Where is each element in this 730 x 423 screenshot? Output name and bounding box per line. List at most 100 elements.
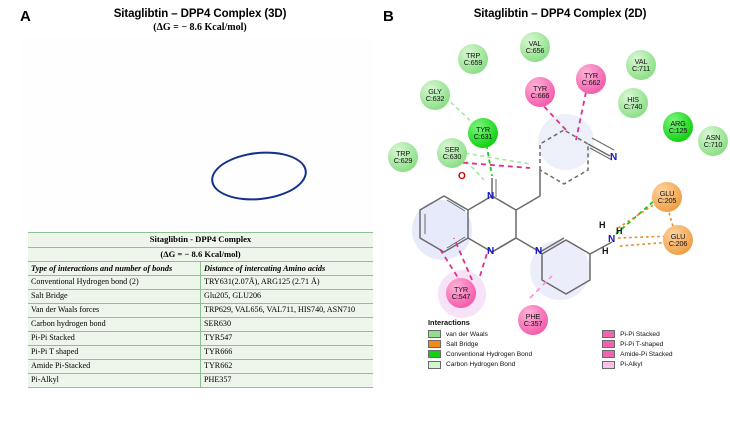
- cell-distance: TRP629, VAL656, VAL711, HIS740, ASN710: [200, 303, 373, 319]
- cell-type: Van der Waals forces: [28, 303, 201, 319]
- residue-chain: C:631: [473, 132, 493, 141]
- table-header-row: Type of interactions and number of bonds…: [28, 261, 373, 277]
- legend-label: Amide-Pi Stacked: [620, 350, 673, 358]
- legend-swatch-vdw: [428, 330, 441, 338]
- legend-item: van der Waals: [428, 330, 532, 338]
- legend-item: Pi-Pi T-shaped: [602, 340, 672, 349]
- legend-swatch-pipi-stacked: [602, 330, 616, 338]
- residue-chain: C:662: [581, 78, 601, 87]
- interaction-lines: [412, 91, 675, 318]
- legend-label: Pi-Alkyl: [620, 361, 643, 369]
- atom-label-hydrogen: H: [602, 246, 609, 256]
- legend-swatch-pipi-tshaped: [602, 340, 616, 349]
- cell-distance: PHE357: [200, 372, 373, 388]
- legend-item: Pi-Pi Stacked: [602, 330, 672, 338]
- panel-b: B Sitaglibtin – DPP4 Complex (2D): [380, 0, 730, 423]
- cell-type: Amide Pi-Stacked: [28, 358, 201, 374]
- cell-distance: TRY631(2.07Å), ARG125 (2.71 Å): [200, 275, 373, 291]
- atom-label-nitrogen: N: [535, 246, 543, 257]
- residue-name: HIS: [627, 94, 639, 104]
- legend-item: Salt Bridge: [428, 340, 532, 349]
- table-body: Sitaglibtin - DPP4 Complex (ΔG = − 8.6 K…: [28, 232, 373, 388]
- atom-label-oxygen: O: [458, 171, 466, 182]
- legend-swatch-amide-pi-stacked: [602, 350, 616, 359]
- panel-a: A Sitaglibtin – DPP4 Complex (3D) (ΔG = …: [20, 8, 373, 388]
- legend: Interactions van der Waals Salt Bridge C…: [428, 318, 728, 378]
- panel-a-title: Sitaglibtin – DPP4 Complex (3D): [113, 8, 287, 20]
- residue-chain: C:710: [703, 140, 723, 149]
- residue-name: TRP: [466, 50, 480, 60]
- cell-distance: TYR547: [200, 330, 373, 346]
- residue-chain: C:659: [463, 58, 483, 67]
- residue-chain: C:711: [632, 64, 650, 73]
- column-header-distance: Distance of intercating Amino acids: [200, 261, 373, 277]
- legend-column-left: van der Waals Salt Bridge Conventional H…: [428, 330, 532, 369]
- legend-label: Carbon Hydrogen Bond: [446, 361, 516, 369]
- table-row: Van der Waals forces TRP629, VAL656, VAL…: [28, 303, 373, 319]
- table-row: Carbon hydrogen bond SER630: [28, 317, 373, 332]
- atom-label-nitrogen: N: [608, 234, 616, 245]
- table-row: Conventional Hydrogen bond (2) TRY631(2.…: [28, 275, 373, 291]
- table-row: Pi-Pi Stacked TYR547: [28, 330, 373, 346]
- legend-item: Carbon Hydrogen Bond: [428, 360, 532, 369]
- atom-label-nitrogen: N: [610, 152, 618, 163]
- table-row: Amide Pi-Stacked TYR662: [28, 358, 373, 374]
- residue-chain: C:206: [668, 239, 688, 248]
- legend-swatch-conventional-hbond: [428, 350, 441, 359]
- table-row: Pi-Alkyl PHE357: [28, 372, 373, 388]
- cell-distance: TYR662: [200, 358, 373, 374]
- residue-name: SER: [444, 144, 460, 154]
- cell-type: Pi-Pi T shaped: [28, 344, 201, 360]
- residue-name: VAL: [634, 56, 648, 66]
- cell-distance: SER630: [200, 317, 373, 332]
- residue-chain: C:205: [657, 196, 677, 205]
- residue-chain: C:666: [530, 91, 550, 100]
- cell-distance: Glu205, GLU206: [200, 289, 373, 305]
- residue-chain: C:740: [623, 102, 643, 111]
- legend-swatch-carbon-hbond: [428, 360, 441, 369]
- residue-chain: C:656: [525, 46, 545, 55]
- cell-type: Salt Bridge: [28, 289, 201, 305]
- table-row: Salt Bridge Glu205, GLU206: [28, 289, 373, 305]
- panel-b-letter: B: [383, 8, 394, 25]
- atom-label-nitrogen: N: [487, 191, 495, 202]
- legend-label: Salt Bridge: [446, 340, 479, 348]
- residue-name: ASN: [705, 132, 721, 142]
- table-subtitle: (ΔG = − 8.6 Kcal/mol): [28, 246, 373, 263]
- residue-name: ARG: [670, 118, 686, 128]
- residue-name: TYR: [476, 124, 490, 134]
- legend-item: Amide-Pi Stacked: [602, 350, 673, 359]
- residue-name: VAL: [528, 38, 542, 48]
- residue-name: PHE: [525, 311, 541, 321]
- cell-distance: TYR666: [200, 344, 373, 360]
- interaction-table: Sitaglibtin - DPP4 Complex (ΔG = − 8.6 K…: [28, 232, 373, 388]
- legend-label: Pi-Pi Stacked: [620, 330, 660, 338]
- residue-name: TYR: [584, 70, 598, 80]
- legend-swatch-salt-bridge: [428, 340, 441, 349]
- residue-name: GLU: [670, 231, 686, 241]
- legend-title: Interactions: [428, 318, 470, 327]
- atom-label-hydrogen: H: [599, 220, 606, 230]
- legend-label: van der Waals: [446, 330, 488, 338]
- residue-chain: C:125: [668, 126, 688, 135]
- panel-b-title: Sitaglibtin – DPP4 Complex (2D): [473, 8, 647, 20]
- legend-columns: van der Waals Salt Bridge Conventional H…: [428, 330, 728, 369]
